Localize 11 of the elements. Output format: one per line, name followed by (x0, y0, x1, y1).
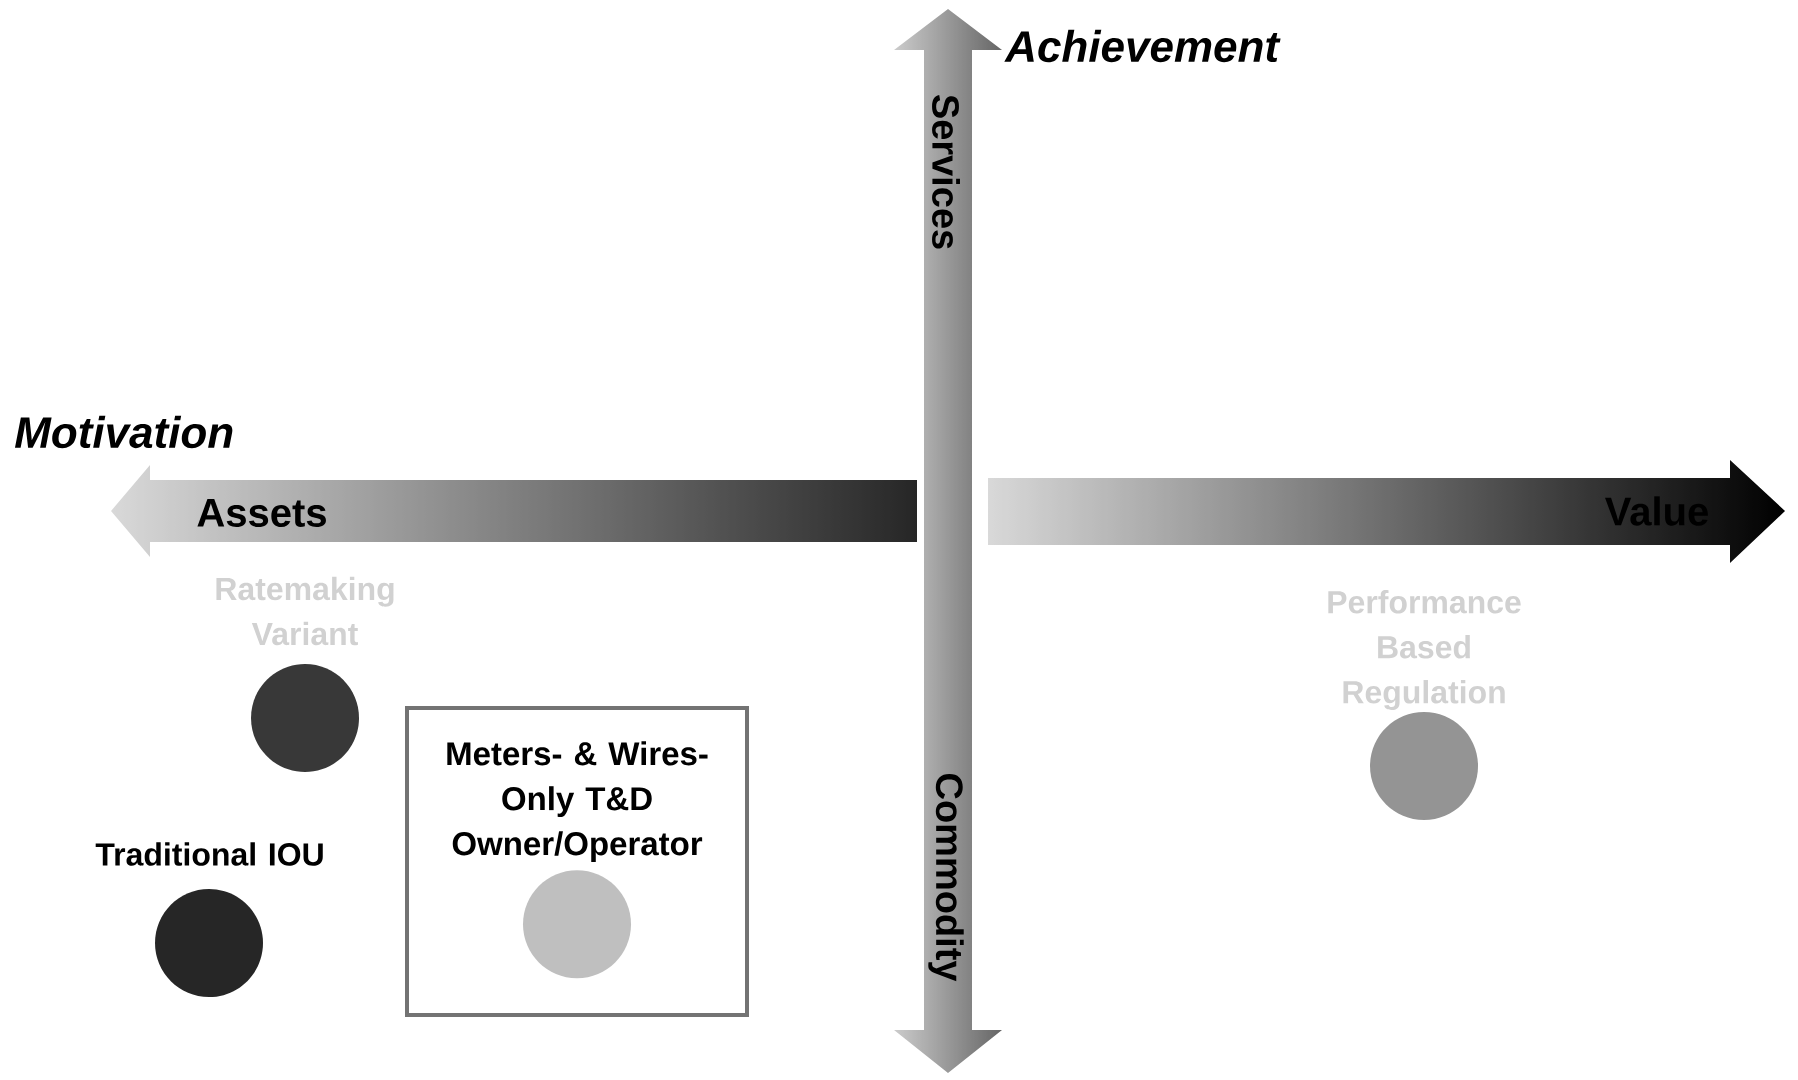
axis-label: Commodity (928, 774, 964, 982)
dot (1370, 712, 1478, 820)
axis-label: Assets (197, 499, 326, 527)
dot (251, 664, 359, 772)
dot (155, 889, 263, 997)
axis-label: Motivation (14, 415, 233, 449)
text-box: Meters- & Wires- Only T&D Owner/Operator (405, 706, 749, 1017)
axis-label: Achievement (1004, 29, 1281, 63)
dot-label: Traditional IOU (95, 842, 323, 866)
dot (523, 870, 631, 979)
axis-label: Services (932, 94, 960, 249)
